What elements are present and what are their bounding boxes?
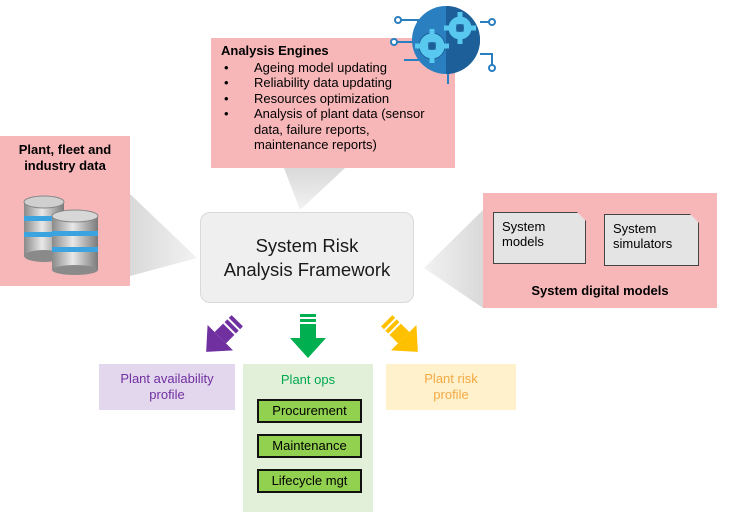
plant-ops-box: Plant ops Procurement Maintenance Lifecy… <box>243 364 373 512</box>
framework-title: System Risk Analysis Framework <box>223 235 391 280</box>
ops-arrow-icon <box>290 314 326 358</box>
procurement-item: Procurement <box>257 399 362 423</box>
system-simulators-label: System simulators <box>613 221 673 251</box>
plant-ops-title: Plant ops <box>280 372 336 387</box>
analysis-engines-title: Analysis Engines <box>221 43 329 58</box>
system-models-doc: System models <box>493 212 586 264</box>
framework-box: System Risk Analysis Framework <box>200 212 414 303</box>
digital-models-box: System models System simulators System d… <box>483 193 717 308</box>
connector-left <box>130 194 197 276</box>
risk-arrow-icon <box>381 315 418 352</box>
analysis-engines-box: Analysis Engines Ageing model updating R… <box>211 38 455 168</box>
risk-profile-box: Plant risk profile <box>386 364 516 410</box>
connector-top <box>284 168 345 210</box>
list-item: Reliability data updating <box>221 75 445 91</box>
list-item: Ageing model updating <box>221 60 445 76</box>
system-models-label: System models <box>502 219 546 249</box>
maintenance-item: Maintenance <box>257 434 362 458</box>
availability-profile-box: Plant availability profile <box>99 364 235 410</box>
list-item: Resources optimization <box>221 91 445 107</box>
system-simulators-doc: System simulators <box>604 214 699 266</box>
analysis-engines-list: Ageing model updating Reliability data u… <box>221 60 445 153</box>
availability-arrow-icon <box>206 315 243 352</box>
database-icon <box>23 195 99 275</box>
list-item: Analysis of plant data (sensor data, fai… <box>221 106 445 153</box>
lifecycle-item: Lifecycle mgt <box>257 469 362 493</box>
connector-right <box>424 210 483 308</box>
gears-icon <box>390 6 496 84</box>
digital-models-title: System digital models <box>531 283 669 298</box>
plant-data-title: Plant, fleet and industry data <box>18 142 112 173</box>
